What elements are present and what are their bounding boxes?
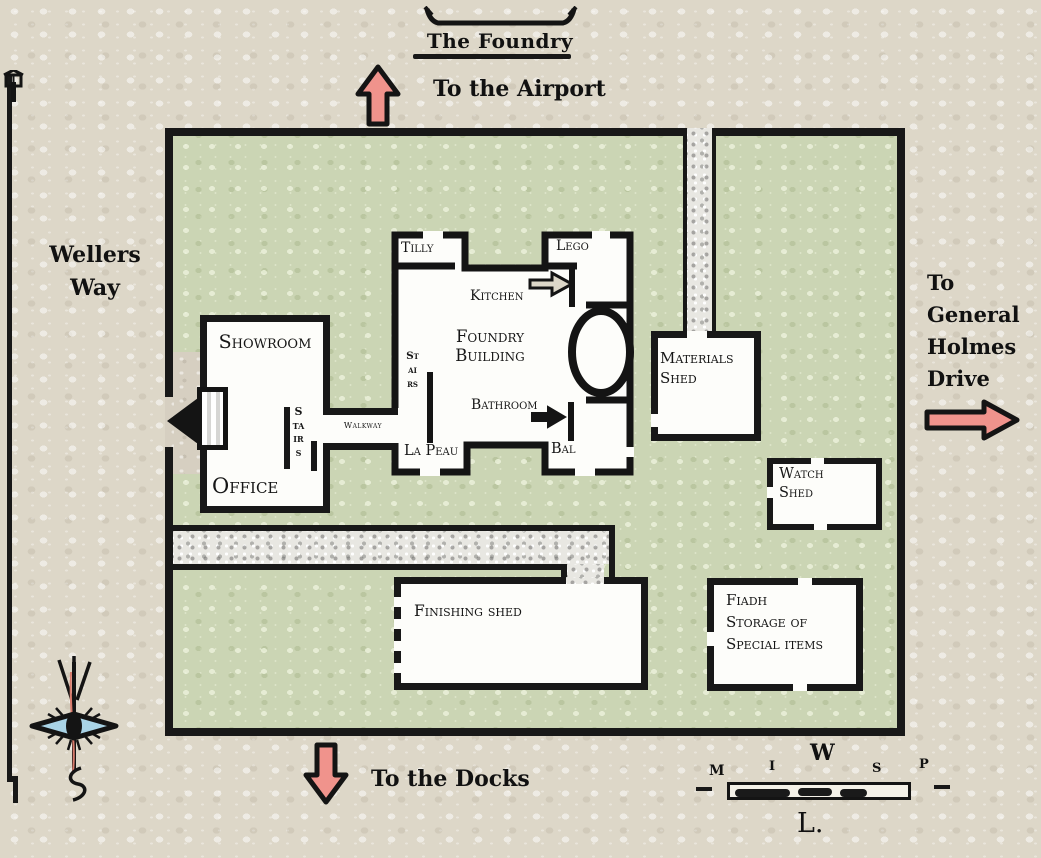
lego-door-gap bbox=[592, 231, 610, 239]
east-door-gap bbox=[626, 447, 634, 457]
wellers-way-road bbox=[7, 76, 12, 778]
lego-label: Lego bbox=[556, 238, 589, 254]
walkway-top-wall bbox=[324, 408, 398, 415]
watch-shed-bottom-door bbox=[814, 524, 827, 530]
holmes-label-line2: General bbox=[927, 302, 1020, 327]
tilly-door-gap bbox=[423, 231, 443, 239]
kitchen-label: Kitchen bbox=[470, 288, 524, 304]
fiadh-label-line2: Storage of bbox=[726, 613, 808, 631]
wellers-way-label-line1: Wellers bbox=[49, 242, 141, 268]
finishing-shed-left-door-2 bbox=[394, 619, 401, 629]
finishing-shed-path-gap bbox=[566, 577, 604, 584]
watch-shed-top-door bbox=[811, 458, 824, 464]
fiadh-label-line1: Fiadh bbox=[726, 591, 768, 609]
bal-label: Bal bbox=[551, 441, 576, 457]
entrance-arrow-icon bbox=[167, 398, 198, 444]
bal-door-gap bbox=[575, 468, 595, 476]
office-stairs-label: Stairs bbox=[292, 405, 305, 459]
finishing-shed bbox=[394, 577, 648, 690]
materials-shed-label-line2: Shed bbox=[660, 369, 697, 387]
materials-shed-top-door bbox=[687, 331, 707, 338]
walkway-bottom-wall bbox=[324, 443, 398, 450]
fiadh-label-line3: Special items bbox=[726, 635, 823, 653]
docks-arrow-icon bbox=[303, 742, 349, 805]
watch-shed-label-line1: Watch bbox=[779, 466, 824, 482]
finishing-shed-left-door-4 bbox=[394, 663, 401, 673]
holmes-arrow-icon bbox=[924, 399, 1020, 441]
docks-label: To the Docks bbox=[371, 766, 530, 792]
scale-letter-s: S bbox=[872, 761, 882, 776]
gravel-path-south bbox=[173, 531, 609, 564]
scale-bar-ruler bbox=[727, 782, 911, 800]
page-title: The Foundry bbox=[426, 29, 574, 53]
finishing-shed-left-door-3 bbox=[394, 641, 401, 651]
bathroom-label: Bathroom bbox=[471, 397, 538, 413]
airport-arrow-icon bbox=[355, 64, 401, 127]
watch-shed-left-door bbox=[767, 487, 773, 498]
wellers-way-label-line2: Way bbox=[70, 275, 120, 301]
holmes-label-line4: Drive bbox=[927, 366, 990, 391]
scale-right-tick bbox=[934, 785, 950, 789]
tilly-label: Tilly bbox=[401, 240, 434, 256]
holmes-label-line1: To bbox=[927, 270, 955, 295]
walkway-label: Walkway bbox=[343, 421, 383, 430]
scale-left-tick bbox=[696, 787, 712, 791]
foundry-building bbox=[391, 231, 634, 476]
gravel-path-north bbox=[683, 128, 716, 332]
scale-letter-m: M bbox=[709, 763, 725, 779]
scale-letter-w: W bbox=[810, 740, 835, 766]
office-interior-wall-2 bbox=[311, 441, 317, 471]
airport-label: To the Airport bbox=[433, 76, 606, 102]
finishing-shed-label: Finishing shed bbox=[414, 602, 522, 620]
gravel-path-south-top-edge bbox=[173, 525, 615, 531]
compass-rose-icon bbox=[29, 656, 119, 802]
la-peau-door-gap bbox=[420, 468, 440, 476]
fiadh-left-door bbox=[707, 632, 714, 646]
showroom-right-wall-gap bbox=[323, 415, 330, 443]
street-lamp-icon bbox=[3, 70, 24, 102]
gravel-path-south-bottom-edge bbox=[173, 564, 567, 570]
watch-shed-label-line2: Shed bbox=[779, 485, 813, 501]
office-label: Office bbox=[212, 474, 279, 498]
scale-bar: W M I S P L. bbox=[693, 740, 950, 846]
title-ornament bbox=[423, 6, 578, 26]
foundry-stairs-label: Stairs bbox=[406, 350, 419, 390]
wellers-way-road-foot bbox=[13, 776, 18, 803]
finishing-shed-left-door-1 bbox=[394, 597, 401, 607]
gravel-spur-right-edge bbox=[609, 525, 615, 581]
holmes-label-line3: Holmes bbox=[927, 334, 1017, 359]
materials-shed-left-door bbox=[651, 414, 658, 427]
office-interior-wall bbox=[284, 407, 290, 469]
fiadh-top-door bbox=[798, 578, 812, 585]
title-underline bbox=[413, 54, 571, 59]
scale-letter-p: P bbox=[919, 757, 929, 772]
materials-shed bbox=[651, 331, 761, 441]
bathroom-arrow-icon bbox=[531, 405, 567, 429]
foundry-label-line1: Foundry bbox=[455, 327, 525, 346]
walkway-corridor bbox=[330, 415, 398, 443]
scale-letter-i: I bbox=[769, 759, 776, 774]
la-peau-label: La Peau bbox=[404, 443, 459, 459]
fiadh-bottom-door bbox=[793, 684, 807, 691]
foundry-label-line2: Building bbox=[455, 346, 525, 365]
foundry-oval bbox=[568, 307, 634, 397]
walkway-wall-gap bbox=[391, 408, 399, 443]
wellers-way-road-jog bbox=[7, 776, 18, 782]
showroom-label: Showroom bbox=[218, 331, 312, 353]
scale-letter-l: L. bbox=[797, 808, 824, 839]
gravel-spur-left-edge bbox=[561, 564, 567, 582]
materials-shed-label-line1: Materials bbox=[660, 349, 734, 367]
entrance-door bbox=[197, 387, 228, 450]
kitchen-arrow-icon bbox=[528, 270, 576, 298]
